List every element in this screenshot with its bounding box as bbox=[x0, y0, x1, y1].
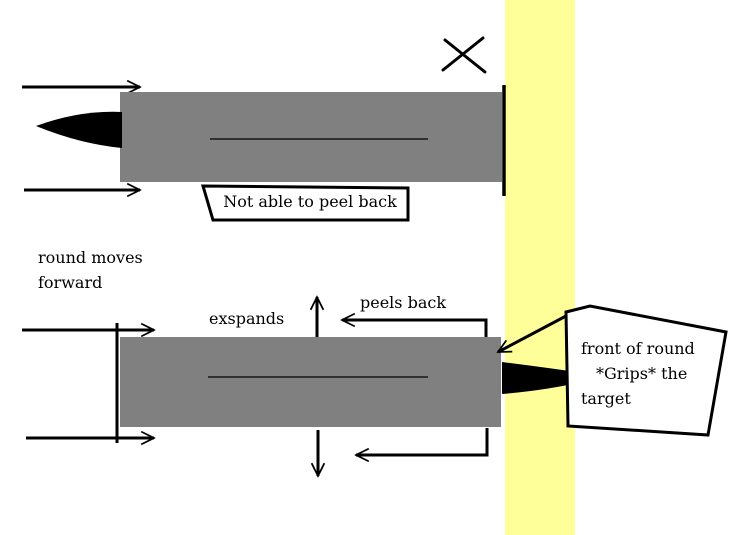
x-mark-icon bbox=[441, 36, 487, 74]
grip-callout: front of round *Grips* the target bbox=[498, 304, 728, 437]
round-moves-forward-label: round moves forward bbox=[38, 248, 148, 292]
target-wall bbox=[505, 0, 575, 535]
not-able-label: Not able to peel back bbox=[223, 192, 397, 211]
top-panel: Not able to peel back bbox=[22, 36, 506, 222]
arrow-left-icon bbox=[356, 428, 489, 455]
not-able-label-box: Not able to peel back bbox=[200, 184, 410, 222]
arrow-left-icon bbox=[342, 320, 488, 337]
round-front-grip bbox=[502, 362, 590, 394]
grip-label: front of round *Grips* the target bbox=[581, 339, 700, 408]
peels-back-label: peels back bbox=[360, 293, 446, 312]
round-body bbox=[120, 92, 502, 182]
round-body bbox=[120, 337, 501, 427]
bottom-panel: round moves forward exspands peels back bbox=[22, 248, 728, 476]
expands-label: exspands bbox=[209, 309, 284, 328]
round-tip bbox=[36, 111, 122, 148]
